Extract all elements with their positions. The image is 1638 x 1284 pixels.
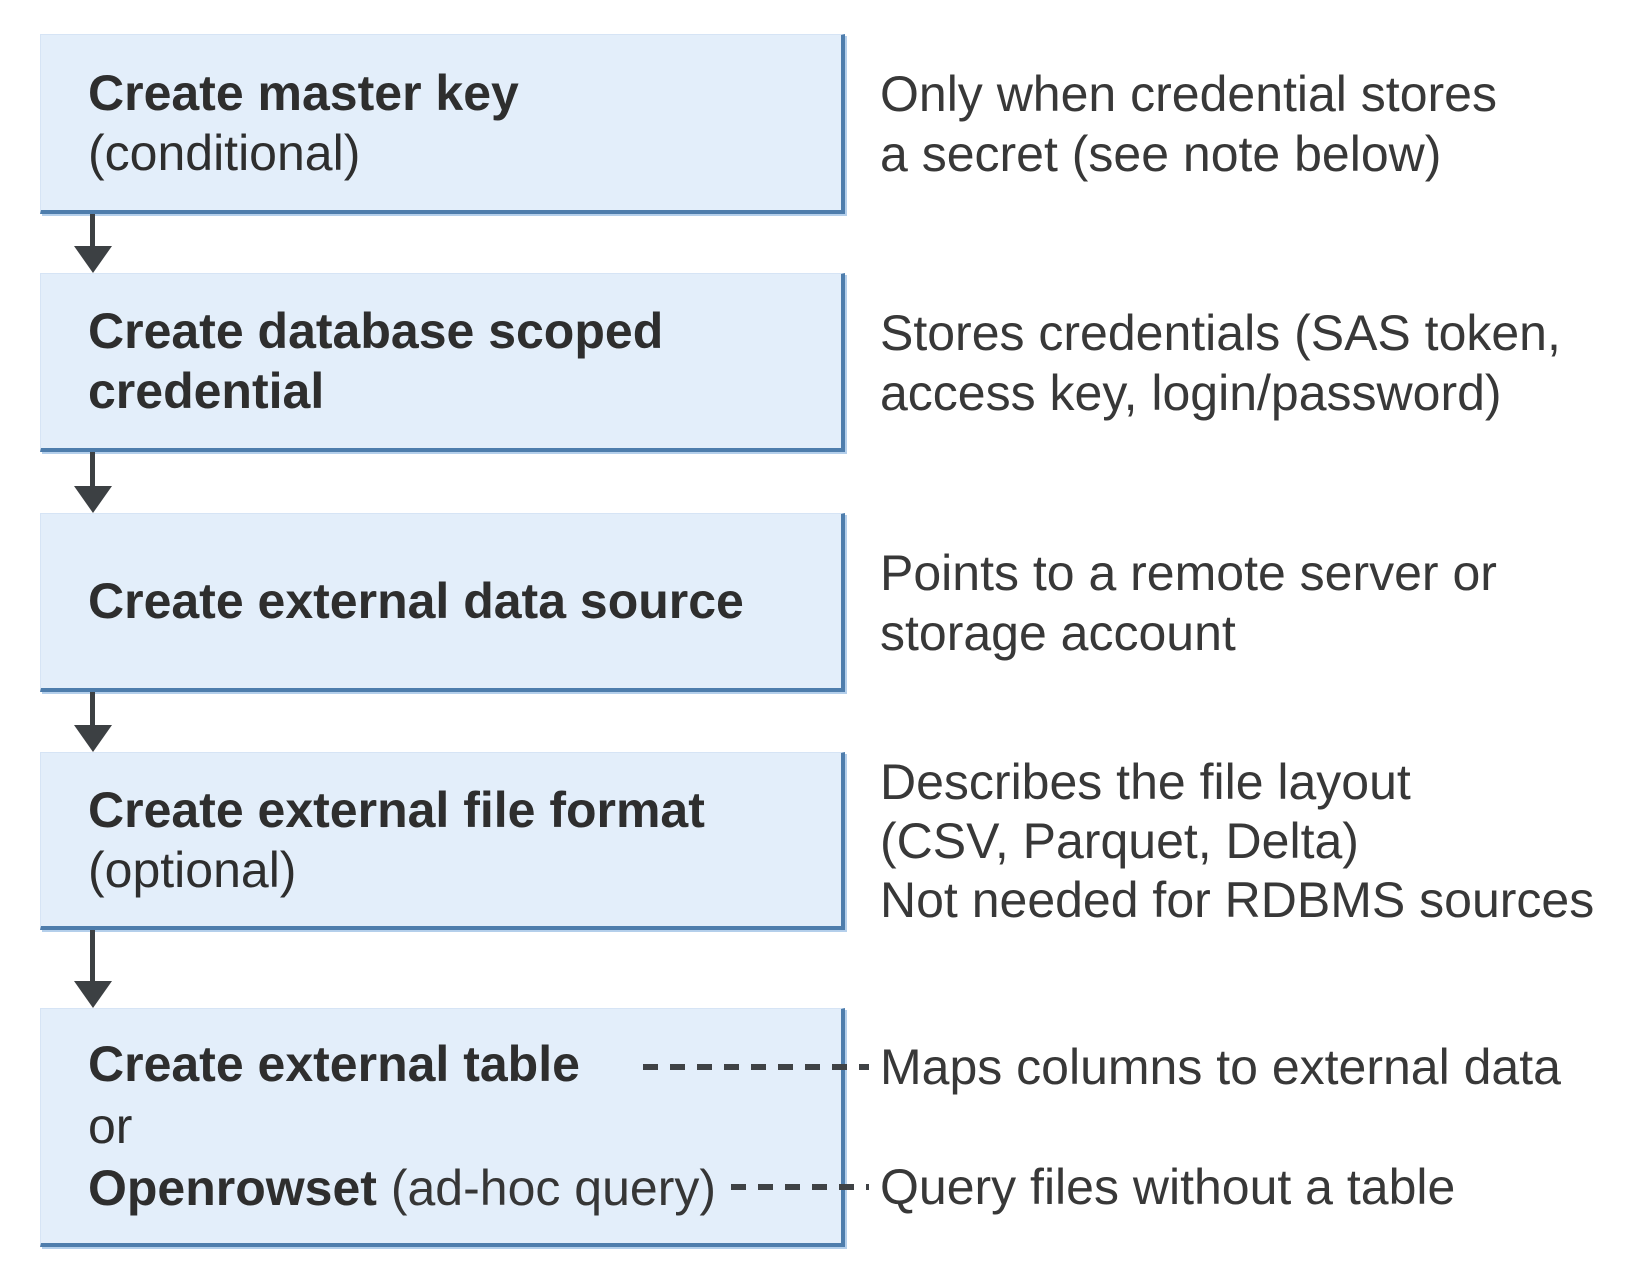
arrow-head [74, 246, 112, 273]
arrow-head [74, 981, 112, 1008]
annotation-line: storage account [880, 604, 1236, 661]
flow-arrow-4-icon [74, 930, 112, 1008]
step-title: Create external table [88, 1036, 580, 1092]
annotation-openrowset: Query files without a table [880, 1157, 1628, 1217]
flow-step-create-external-table-or-openrowset: Create external table or Openrowset (ad-… [40, 1008, 845, 1247]
annotation-line: Describes the file layout [880, 753, 1411, 810]
flow-step-create-external-data-source: Create external data source [40, 513, 845, 692]
flow-step-create-external-file-format: Create external file format (optional) [40, 752, 845, 930]
arrow-shaft [90, 452, 95, 489]
arrow-shaft [90, 692, 95, 728]
annotation-line: Query files without a table [880, 1159, 1456, 1215]
annotation-line: Only when credential stores [880, 66, 1497, 122]
annotation-external-data-source: Points to a remote server or storage acc… [880, 513, 1628, 692]
annotation-database-scoped-credential: Stores credentials (SAS token, access ke… [880, 273, 1628, 452]
arrow-shaft [90, 214, 95, 249]
flow-step-create-master-key: Create master key (conditional) [40, 34, 845, 214]
step-title: Create external data source [88, 573, 744, 629]
step-qualifier: (conditional) [88, 124, 361, 181]
flow-step-create-database-scoped-credential: Create database scoped credential [40, 273, 845, 452]
step-or-word: or [88, 1098, 133, 1154]
step-title-openrowset: Openrowset (ad-hoc query) [88, 1157, 841, 1219]
step-title: credential [88, 363, 325, 419]
annotation-master-key: Only when credential stores a secret (se… [880, 34, 1628, 214]
arrow-head [74, 486, 112, 513]
dashed-connector-openrowset [731, 1184, 869, 1190]
annotation-external-table: Maps columns to external data [880, 1037, 1628, 1097]
annotation-line: Stores credentials (SAS token, [880, 304, 1561, 361]
annotation-line: a secret (see note below) [880, 126, 1442, 182]
annotation-line: (CSV, Parquet, Delta) [880, 812, 1359, 869]
flow-arrow-1-icon [74, 214, 112, 273]
annotation-line: Points to a remote server or [880, 544, 1497, 601]
step-title: Create database scoped [88, 303, 664, 359]
dashed-connector-external-table [643, 1064, 869, 1070]
arrow-shaft [90, 930, 95, 984]
arrow-head [74, 725, 112, 752]
step-title-plain-part: (ad-hoc query) [376, 1160, 716, 1216]
step-qualifier: (optional) [88, 841, 297, 898]
annotation-external-file-format: Describes the file layout (CSV, Parquet,… [880, 752, 1628, 930]
annotation-line: access key, login/password) [880, 364, 1502, 421]
annotation-line: Maps columns to external data [880, 1039, 1561, 1095]
step-title: Create master key [88, 64, 519, 121]
step-title-bold-part: Openrowset [88, 1160, 377, 1216]
step-title: Create external file format [88, 781, 705, 838]
flow-arrow-2-icon [74, 452, 112, 513]
flow-arrow-3-icon [74, 692, 112, 752]
annotation-line: Not needed for RDBMS sources [880, 871, 1595, 928]
